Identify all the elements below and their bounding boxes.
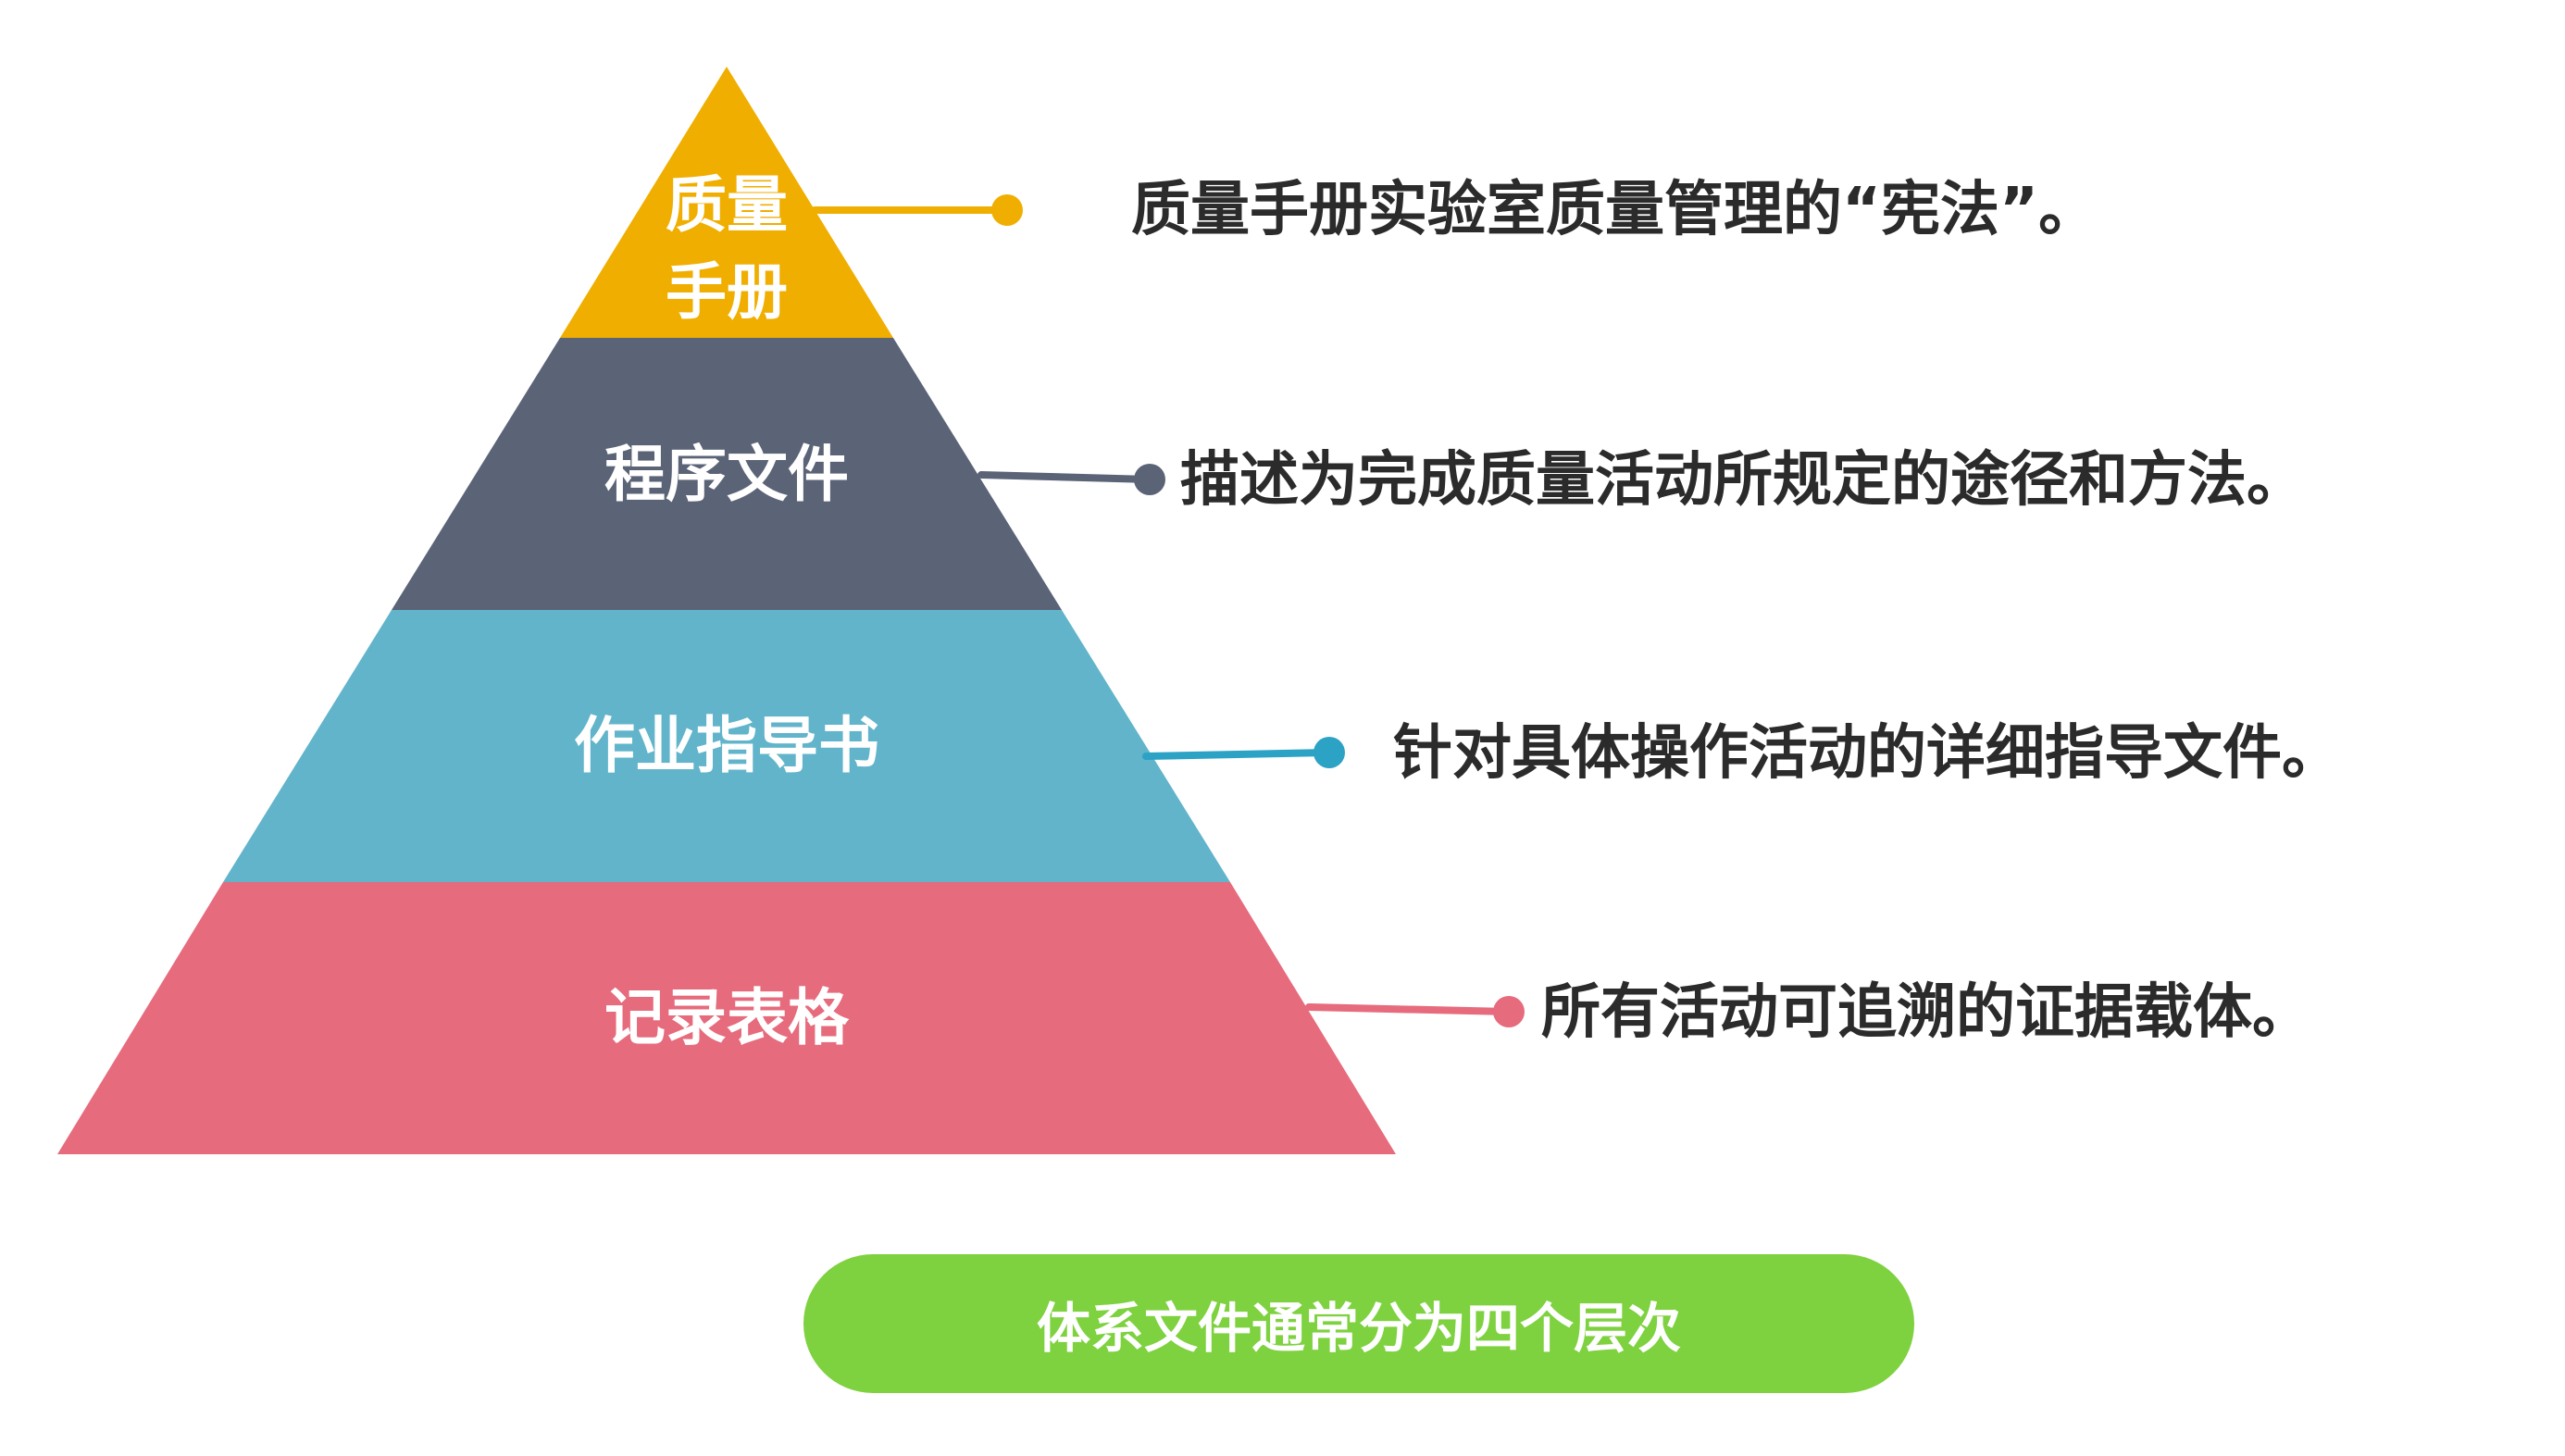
pyramid-tier-record-forms (57, 882, 1396, 1154)
summary-banner: 体系文件通常分为四个层次 (803, 1254, 1914, 1393)
connector-line-record-forms (1305, 1003, 1513, 1015)
pyramid-tier-procedure-documents (392, 338, 1062, 610)
connector-line-procedure-documents (977, 471, 1153, 483)
connector-dot-work-instructions (1314, 737, 1345, 768)
description-work-instructions: 针对具体操作活动的详细指导文件。 (1393, 719, 2341, 788)
description-quality-manual: 质量手册实验室质量管理的“宪法”。 (1131, 176, 2098, 244)
description-record-forms: 所有活动可追溯的证据载体。 (1541, 978, 2311, 1047)
connector-dot-record-forms (1493, 996, 1525, 1027)
connector-dot-procedure-documents (1134, 464, 1165, 495)
tier-label-work-instructions: 作业指导书 (574, 710, 879, 781)
description-procedure-documents: 描述为完成质量活动所规定的途径和方法。 (1180, 446, 2306, 515)
tier-label-record-forms: 记录表格 (604, 982, 850, 1053)
summary-banner-text: 体系文件通常分为四个层次 (1036, 1297, 1681, 1360)
tier-label-quality-manual-line1: 质量 (666, 169, 788, 241)
tier-label-quality-manual-line2: 手册 (666, 256, 788, 328)
connector-line-work-instructions (1142, 749, 1333, 760)
pyramid-tier-quality-manual (560, 67, 893, 338)
connector-dot-quality-manual (991, 194, 1023, 226)
pyramid-tier-work-instructions (223, 610, 1230, 882)
tier-label-procedure-documents: 程序文件 (604, 439, 849, 510)
